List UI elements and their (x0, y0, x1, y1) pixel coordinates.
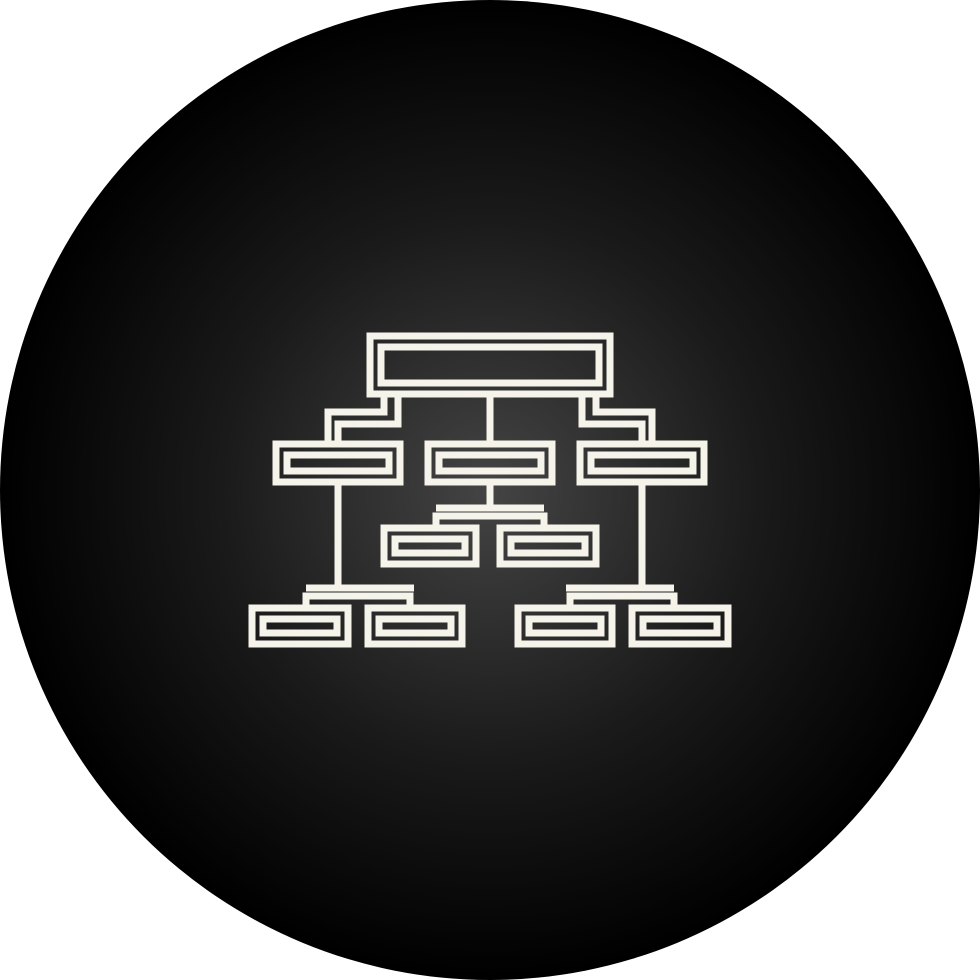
bottom-leaf-nodes-icon (248, 604, 732, 648)
right-connectors-icon (566, 482, 678, 608)
root-connectors-icon (324, 394, 656, 444)
middle-leaf-nodes-icon (380, 524, 600, 568)
middle-connectors-icon (432, 482, 548, 528)
org-chart-glyph (248, 332, 732, 648)
left-connectors-icon (302, 482, 414, 608)
